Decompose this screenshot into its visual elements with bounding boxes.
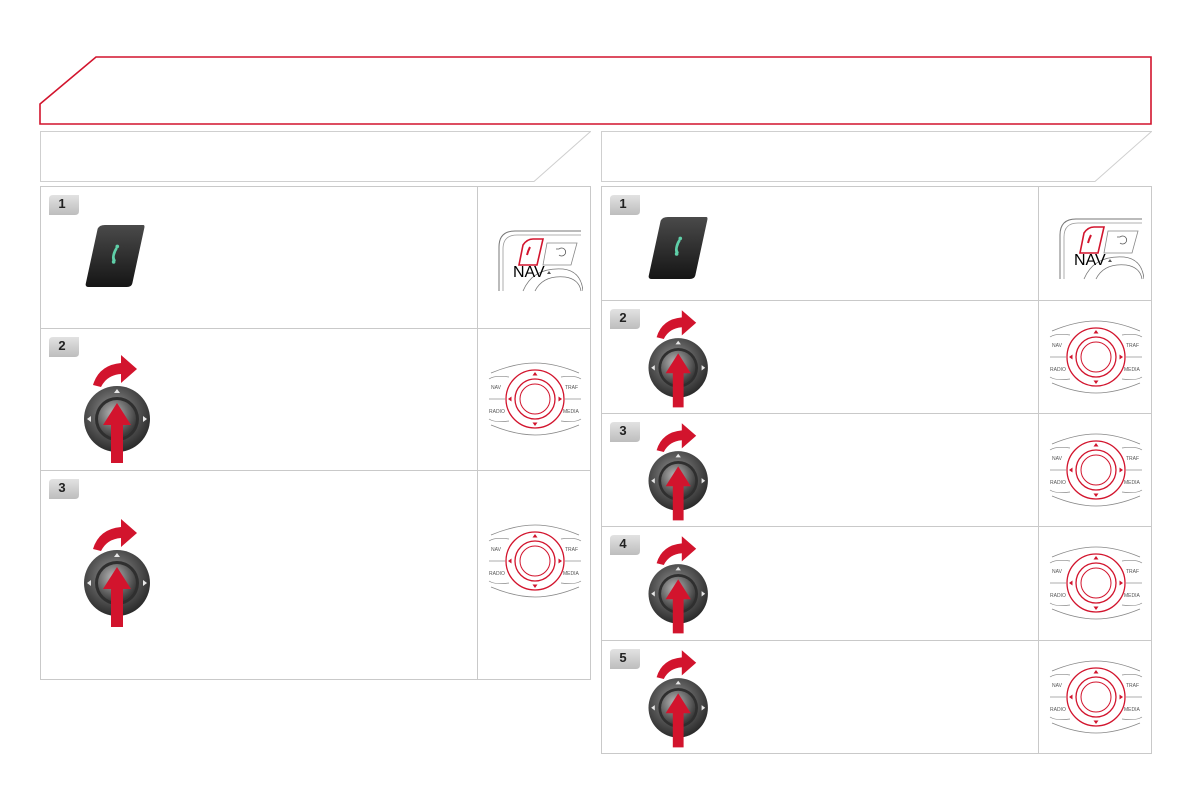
step-row-3: 3 NAV TRAF RADIO MEDIA bbox=[602, 414, 1151, 527]
step-row-1: 1 bbox=[41, 187, 590, 329]
step-badge: 2 bbox=[49, 337, 79, 357]
step-badge: 2 bbox=[610, 309, 640, 329]
rotary-knob-icon bbox=[644, 303, 716, 411]
controller-label-nav: NAV bbox=[491, 547, 502, 553]
step-row-4: 4 NAV TRAF RADIO MEDIA bbox=[602, 527, 1151, 641]
rotary-knob-icon bbox=[79, 511, 159, 631]
right-steps-table: 1 2 NAV TRAF RADIO MEDIA 3 NAV TRAF RADIO MEDI… bbox=[601, 186, 1152, 754]
step-badge: 3 bbox=[610, 422, 640, 442]
column-divider bbox=[1038, 187, 1039, 753]
controller-label-nav: NAV bbox=[491, 385, 502, 391]
controller-label-radio: RADIO bbox=[1050, 593, 1066, 599]
step-badge: 1 bbox=[610, 195, 640, 215]
controller-label-traffic: TRAF bbox=[1126, 569, 1139, 575]
step-badge: 1 bbox=[49, 195, 79, 215]
step-number: 3 bbox=[58, 480, 66, 495]
step-row-2: 2 NAV TRAF RADIO MEDIA bbox=[41, 329, 590, 471]
controller-label-radio: RADIO bbox=[489, 409, 505, 415]
step-number: 2 bbox=[58, 338, 66, 353]
controller-label-nav: NAV bbox=[1052, 569, 1063, 575]
step-badge: 5 bbox=[610, 649, 640, 669]
step-number: 4 bbox=[619, 536, 627, 551]
step-row-2: 2 NAV TRAF RADIO MEDIA bbox=[602, 301, 1151, 414]
controller-label-media: MEDIA bbox=[1124, 707, 1141, 713]
right-section-header bbox=[601, 131, 1152, 183]
step-number: 2 bbox=[619, 310, 627, 325]
controller-label-media: MEDIA bbox=[563, 571, 580, 577]
phone-nav-panel-diagram bbox=[1054, 213, 1144, 283]
controller-label-radio: RADIO bbox=[489, 571, 505, 577]
controller-label-radio: RADIO bbox=[1050, 480, 1066, 486]
rotary-knob-icon bbox=[79, 347, 159, 467]
controller-label-traffic: TRAF bbox=[1126, 683, 1139, 689]
step-number: 1 bbox=[619, 196, 627, 211]
controller-label-traffic: TRAF bbox=[1126, 343, 1139, 349]
step-row-3: 3 NAV TRAF RADIO MEDIA bbox=[41, 471, 590, 679]
controller-label-nav: NAV bbox=[1052, 456, 1063, 462]
step-badge: 4 bbox=[610, 535, 640, 555]
left-steps-table: 1 2 NAV TRAF RADIO MEDIA 3 NAV TRAF RADIO MEDI… bbox=[40, 186, 591, 680]
controller-label-media: MEDIA bbox=[1124, 367, 1141, 373]
rotary-controller-diagram: NAV TRAF RADIO MEDIA bbox=[485, 521, 585, 601]
rotary-knob-icon bbox=[644, 529, 716, 637]
step-number: 3 bbox=[619, 423, 627, 438]
page-banner bbox=[39, 56, 1152, 125]
controller-label-media: MEDIA bbox=[1124, 593, 1141, 599]
step-number: 5 bbox=[619, 650, 627, 665]
rotary-controller-diagram: NAV TRAF RADIO MEDIA bbox=[1046, 430, 1146, 510]
column-divider bbox=[477, 187, 478, 679]
rotary-knob-icon bbox=[644, 643, 716, 751]
controller-label-traffic: TRAF bbox=[565, 547, 578, 553]
controller-label-nav: NAV bbox=[1052, 343, 1063, 349]
left-section-header bbox=[40, 131, 591, 183]
rotary-controller-diagram: NAV TRAF RADIO MEDIA bbox=[1046, 543, 1146, 623]
controller-label-traffic: TRAF bbox=[1126, 456, 1139, 462]
phone-button-icon bbox=[84, 225, 146, 287]
step-badge: 3 bbox=[49, 479, 79, 499]
controller-label-media: MEDIA bbox=[563, 409, 580, 415]
phone-nav-panel-diagram bbox=[493, 225, 583, 295]
step-number: 1 bbox=[58, 196, 66, 211]
controller-label-traffic: TRAF bbox=[565, 385, 578, 391]
controller-label-radio: RADIO bbox=[1050, 707, 1066, 713]
controller-label-media: MEDIA bbox=[1124, 480, 1141, 486]
rotary-controller-diagram: NAV TRAF RADIO MEDIA bbox=[1046, 657, 1146, 737]
step-row-1: 1 bbox=[602, 187, 1151, 301]
rotary-knob-icon bbox=[644, 416, 716, 524]
controller-label-radio: RADIO bbox=[1050, 367, 1066, 373]
rotary-controller-diagram: NAV TRAF RADIO MEDIA bbox=[1046, 317, 1146, 397]
step-row-5: 5 NAV TRAF RADIO MEDIA bbox=[602, 641, 1151, 753]
controller-label-nav: NAV bbox=[1052, 683, 1063, 689]
rotary-controller-diagram: NAV TRAF RADIO MEDIA bbox=[485, 359, 585, 439]
phone-button-icon bbox=[647, 217, 709, 279]
